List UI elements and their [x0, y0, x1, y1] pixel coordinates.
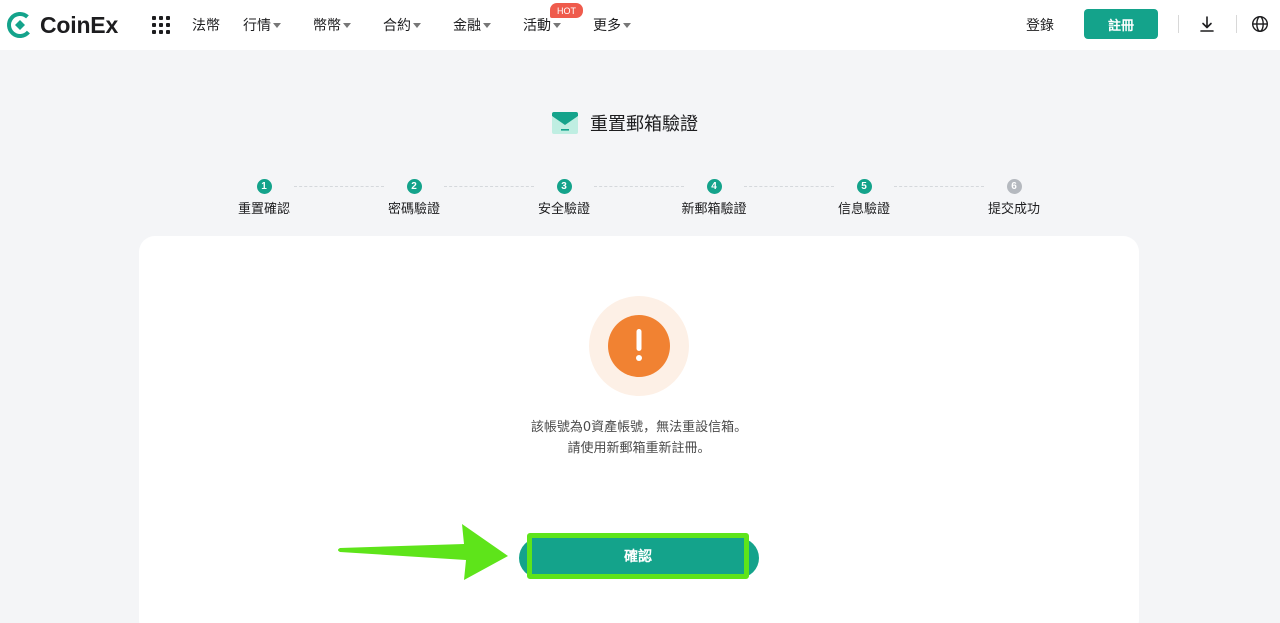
- result-card: 該帳號為0資產帳號，無法重設信箱。 請使用新郵箱重新註冊。 確認: [139, 236, 1139, 623]
- divider: [1178, 15, 1179, 33]
- nav-item-label: 金融: [453, 18, 481, 34]
- progress-steps: 1 重置確認 2 密碼驗證 3 安全驗證 4 新郵箱驗證 5 信息驗證 6 提交…: [0, 179, 1280, 219]
- login-link[interactable]: 登錄: [1026, 18, 1054, 34]
- step-connector: [294, 186, 384, 187]
- nav-item-label: 幣幣: [313, 18, 341, 34]
- nav-item-activities[interactable]: 活動: [523, 15, 561, 35]
- step-submit-success: 6 提交成功: [959, 179, 1069, 217]
- nav-item-fiat[interactable]: 法幣: [192, 15, 220, 35]
- caret-down-icon: [483, 23, 491, 28]
- step-new-email-verify: 4 新郵箱驗證: [659, 179, 769, 217]
- globe-icon[interactable]: [1251, 15, 1269, 33]
- brand-name: CoinEx: [40, 11, 119, 38]
- step-label: 提交成功: [987, 202, 1040, 217]
- coinex-logo-icon: [7, 12, 33, 38]
- divider: [1236, 15, 1237, 33]
- warning-icon: [608, 315, 670, 377]
- hot-badge: HOT: [550, 3, 583, 18]
- step-connector: [594, 186, 684, 187]
- step-security-verify: 3 安全驗證: [509, 179, 619, 217]
- step-reset-confirm: 1 重置確認: [209, 179, 319, 217]
- caret-down-icon: [413, 23, 421, 28]
- nav-item-label: 行情: [243, 18, 271, 34]
- step-label: 安全驗證: [537, 202, 590, 217]
- step-number: 5: [856, 179, 872, 194]
- nav-item-markets[interactable]: 行情: [243, 15, 281, 35]
- step-connector: [894, 186, 984, 187]
- step-number: 3: [556, 179, 572, 194]
- exclamation-icon: [636, 329, 642, 361]
- alert-line-1: 該帳號為0資產帳號，無法重設信箱。: [530, 420, 748, 435]
- top-nav: CoinEx 法幣 行情 幣幣 合約 金融 活動 HOT 更多 登錄 註冊: [0, 0, 1280, 50]
- step-connector: [444, 186, 534, 187]
- annotation-arrow-icon: [338, 524, 508, 580]
- warning-icon-halo: [589, 296, 689, 396]
- confirm-button[interactable]: 確認: [527, 533, 749, 579]
- nav-item-futures[interactable]: 合約: [383, 15, 421, 35]
- mail-icon: [552, 112, 578, 134]
- step-number: 4: [706, 179, 722, 194]
- caret-down-icon: [553, 23, 561, 28]
- nav-item-label: 合約: [383, 18, 411, 34]
- step-info-verify: 5 信息驗證: [809, 179, 919, 217]
- step-number: 2: [406, 179, 422, 194]
- nav-item-more[interactable]: 更多: [593, 15, 631, 35]
- alert-message: 該帳號為0資產帳號，無法重設信箱。 請使用新郵箱重新註冊。: [139, 417, 1139, 459]
- page-title: 重置郵箱驗證: [590, 114, 698, 135]
- nav-item-label: 活動: [523, 18, 551, 34]
- caret-down-icon: [343, 23, 351, 28]
- nav-item-label: 法幣: [192, 18, 220, 34]
- alert-line-2: 請使用新郵箱重新註冊。: [567, 441, 711, 456]
- step-label: 新郵箱驗證: [681, 202, 747, 217]
- step-number: 6: [1006, 179, 1022, 194]
- page-header: 重置郵箱驗證: [0, 110, 1280, 136]
- caret-down-icon: [273, 23, 281, 28]
- step-label: 重置確認: [237, 202, 290, 217]
- coinex-logo[interactable]: CoinEx: [6, 10, 118, 40]
- caret-down-icon: [623, 23, 631, 28]
- nav-item-finance[interactable]: 金融: [453, 15, 491, 35]
- download-icon[interactable]: [1198, 15, 1216, 33]
- register-button[interactable]: 註冊: [1084, 9, 1158, 39]
- apps-grid-icon[interactable]: [152, 16, 170, 34]
- step-label: 密碼驗證: [387, 202, 440, 217]
- step-number: 1: [256, 179, 272, 194]
- nav-item-label: 更多: [593, 18, 621, 34]
- step-password-verify: 2 密碼驗證: [359, 179, 469, 217]
- step-connector: [744, 186, 834, 187]
- nav-item-spot[interactable]: 幣幣: [313, 15, 351, 35]
- step-label: 信息驗證: [837, 202, 890, 217]
